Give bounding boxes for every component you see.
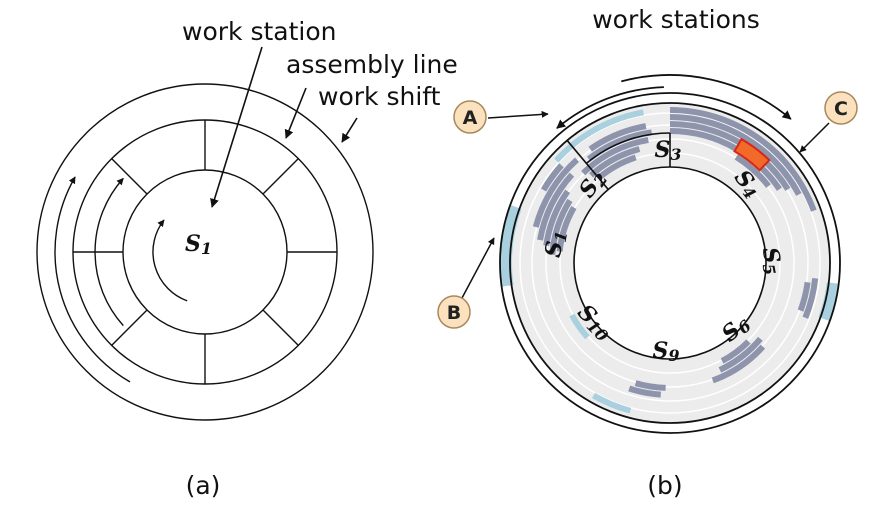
shift-segment bbox=[554, 109, 644, 163]
work-shift-arrow bbox=[341, 117, 358, 143]
callout-b-arrow bbox=[461, 237, 495, 299]
work-segment bbox=[670, 107, 817, 212]
work-segment bbox=[537, 172, 575, 241]
work-segment bbox=[540, 163, 564, 192]
work-segment bbox=[754, 142, 800, 192]
work-segment bbox=[543, 189, 571, 247]
assembly-line-arrow bbox=[284, 87, 307, 139]
work-segment bbox=[588, 123, 647, 152]
boundary-arc bbox=[585, 132, 671, 165]
outer-ring bbox=[36, 83, 374, 421]
work-segment bbox=[670, 128, 738, 152]
work-segment bbox=[532, 157, 579, 228]
callout-a-badge bbox=[453, 100, 487, 134]
work-segment bbox=[797, 281, 811, 312]
work-station-arrow bbox=[210, 46, 263, 208]
station-divider bbox=[262, 158, 299, 195]
callout-a-label: A bbox=[463, 107, 478, 129]
work-segment bbox=[634, 380, 666, 391]
direction-arrow-left bbox=[556, 86, 664, 129]
assembly-line-label: assembly line bbox=[286, 50, 458, 79]
panel-a: work station assembly line work shift S1… bbox=[36, 17, 458, 500]
work-segment bbox=[549, 198, 573, 255]
work-segment bbox=[596, 154, 637, 181]
work-segment bbox=[556, 206, 577, 252]
rotation-arrow-inner bbox=[152, 219, 188, 302]
station-s1-label: S1 bbox=[185, 231, 212, 258]
panel-a-caption: (a) bbox=[186, 471, 221, 500]
work-segment bbox=[670, 114, 802, 196]
rotation-arrow-outer bbox=[54, 176, 131, 383]
boundary-line bbox=[566, 139, 609, 190]
rotation-arrow-middle bbox=[94, 177, 124, 327]
work-segment bbox=[670, 121, 766, 162]
work-stations-title: work stations bbox=[592, 5, 760, 34]
station-s3-label: S3 bbox=[654, 137, 681, 164]
callout-c-badge bbox=[824, 91, 858, 125]
work-shift-ring bbox=[499, 92, 841, 434]
work-segment bbox=[581, 136, 649, 176]
work-segment bbox=[711, 344, 766, 384]
station-s5-label: S5 bbox=[756, 245, 787, 276]
work-segment bbox=[720, 339, 751, 364]
station-divider bbox=[111, 158, 148, 195]
work-segment bbox=[589, 146, 641, 178]
work-shift-label: work shift bbox=[318, 82, 441, 111]
work-segment bbox=[802, 277, 819, 319]
panel-b-caption: (b) bbox=[647, 471, 682, 500]
work-station-label: work station bbox=[182, 17, 336, 46]
callout-b-label: B bbox=[447, 302, 461, 324]
station-divider bbox=[111, 309, 148, 346]
direction-arrow-right bbox=[621, 74, 792, 120]
shift-segment bbox=[818, 282, 839, 322]
shift-segment bbox=[569, 313, 590, 340]
work-segment bbox=[628, 385, 662, 398]
callout-c-label: C bbox=[834, 98, 848, 120]
highlighted-segment-c bbox=[733, 137, 771, 172]
shift-segment bbox=[592, 392, 632, 414]
assembly-line-ring bbox=[509, 102, 831, 424]
callout-b-badge bbox=[437, 295, 471, 329]
station-divider bbox=[262, 309, 299, 346]
station-s1-label: S1 bbox=[540, 228, 571, 259]
station-s9-label: S9 bbox=[652, 338, 679, 365]
callout-a-arrow bbox=[487, 110, 549, 119]
callout-c-arrow bbox=[799, 122, 830, 153]
work-segment bbox=[718, 336, 763, 373]
work-segment bbox=[734, 154, 771, 188]
